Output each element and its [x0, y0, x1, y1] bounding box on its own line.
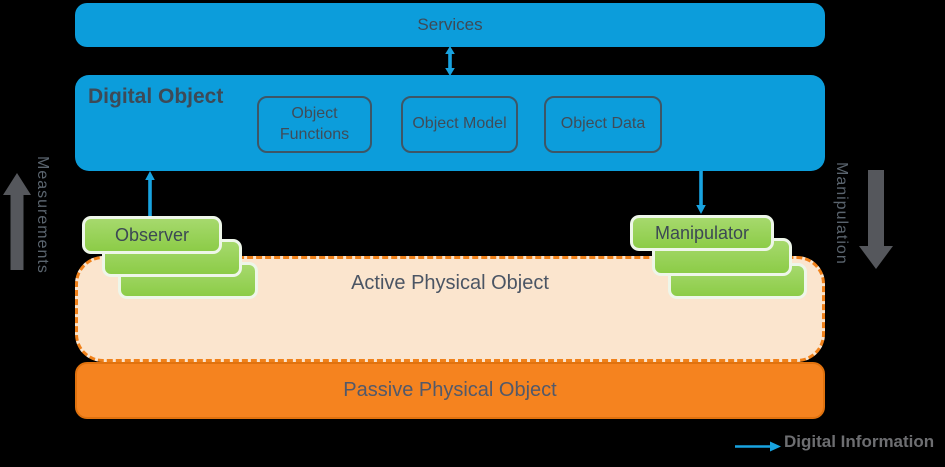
- digital-object-box: Digital Object Object Functions Object M…: [75, 75, 825, 171]
- observer-label: Observer: [114, 224, 190, 245]
- passive-physical-object-label: Passive Physical Object: [343, 379, 557, 401]
- manipulation-down-block-arrow-icon: [859, 170, 893, 269]
- manipulator-box: Manipulator: [630, 215, 774, 251]
- object-data-label: Object Data: [560, 115, 646, 133]
- manipulation-label: Manipulation: [833, 162, 850, 265]
- services-label: Services: [417, 15, 483, 34]
- object-functions-label: Object Functions: [279, 104, 350, 143]
- manipulator-down-arrow-icon: [696, 171, 706, 214]
- observer-up-arrow-icon: [145, 171, 155, 216]
- manipulator-label: Manipulator: [654, 222, 750, 243]
- services-digital-double-arrow-icon: [445, 46, 455, 76]
- digital-information-label: Digital Information: [784, 432, 935, 451]
- digital-object-title: Digital Object: [88, 85, 224, 108]
- active-physical-object-label: Active Physical Object: [351, 272, 549, 294]
- digital-information-arrow-icon: [735, 441, 781, 452]
- observer-box: Observer: [82, 216, 222, 254]
- object-model-label: Object Model: [412, 115, 507, 133]
- passive-physical-object-box: Passive Physical Object: [75, 362, 825, 419]
- measurements-up-block-arrow-icon: [3, 173, 31, 270]
- object-data-box: Object Data: [544, 96, 662, 153]
- measurements-label: Measurements: [34, 156, 51, 274]
- object-model-box: Object Model: [401, 96, 518, 153]
- services-box: Services: [75, 3, 825, 47]
- object-functions-box: Object Functions: [257, 96, 372, 153]
